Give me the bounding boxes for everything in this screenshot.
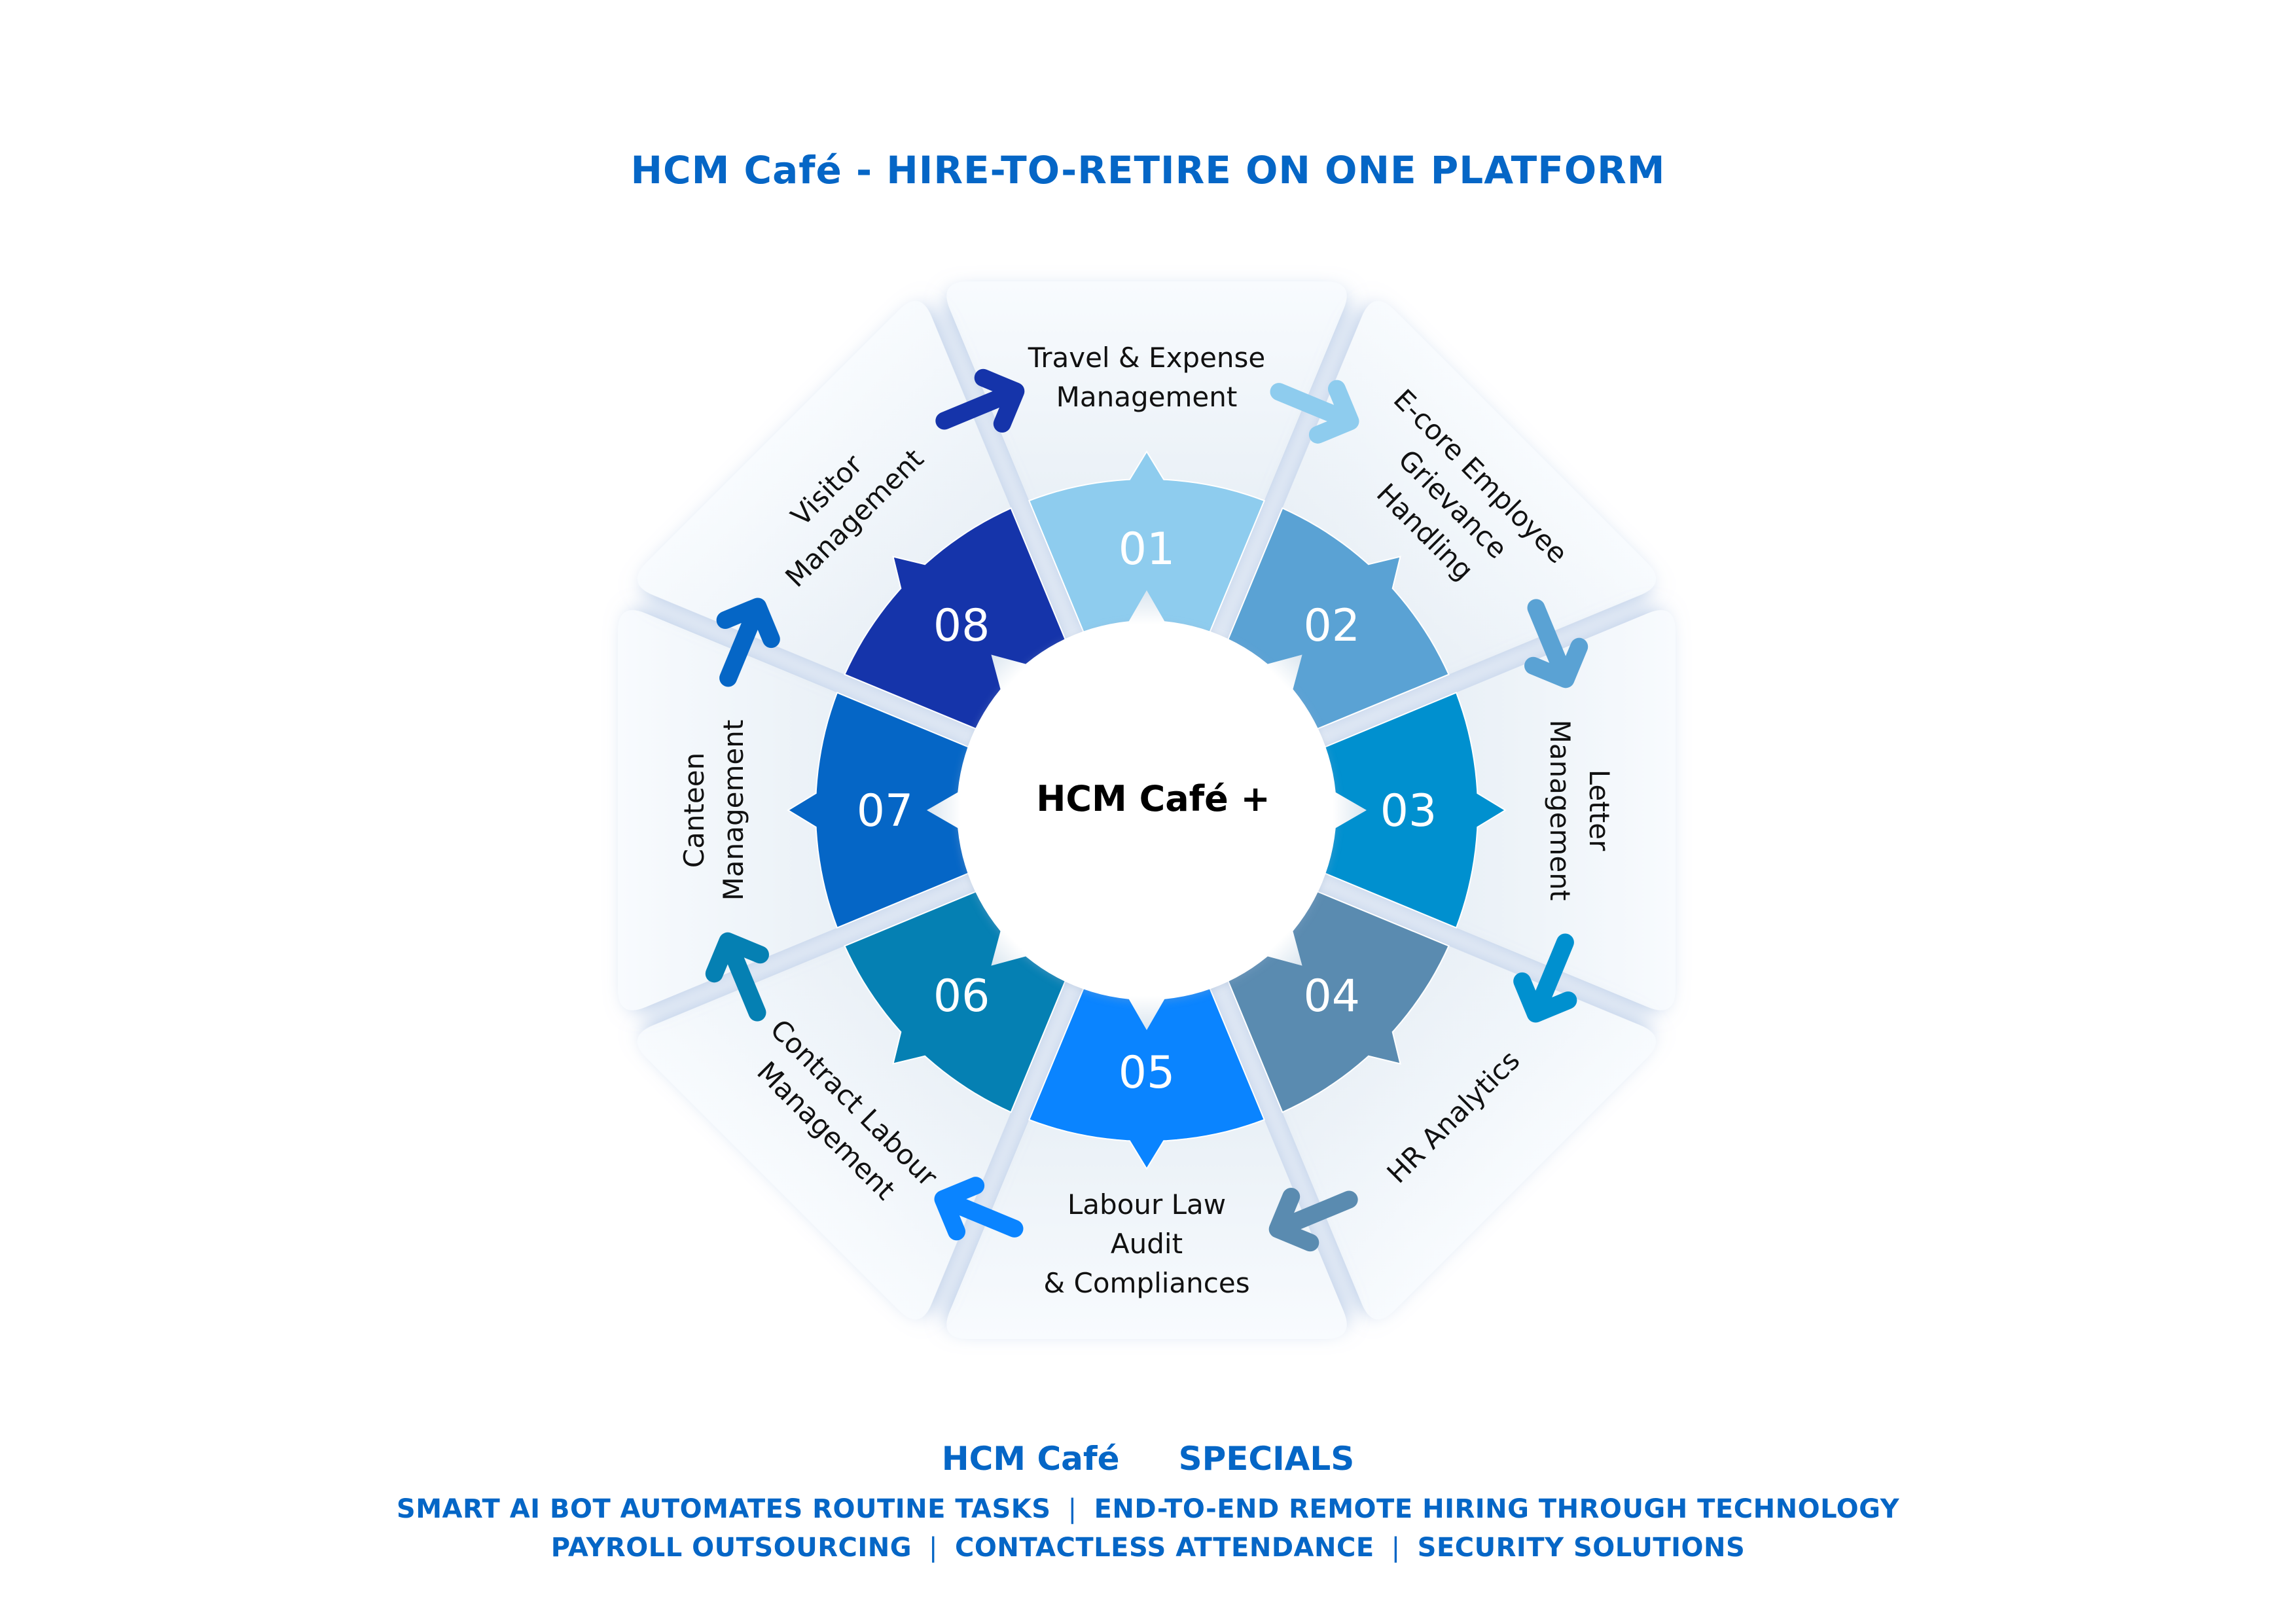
hub-notch: [1127, 996, 1166, 1030]
separator: |: [929, 1533, 939, 1563]
module-label-line: Labour Law: [1067, 1188, 1226, 1221]
module-label-line: Management: [1544, 720, 1576, 901]
flow-arrow-icon: [705, 932, 769, 1022]
specials-title: SPECIALS: [1178, 1440, 1355, 1478]
flow-arrow-icon: [1268, 1188, 1358, 1252]
specials-brand: HCM Café: [941, 1440, 1120, 1478]
module-label: LetterManagement: [1544, 720, 1615, 901]
specials-line-1: SMART AI BOT AUTOMATES ROUTINE TASKS | END…: [0, 1494, 2296, 1524]
module-label-line: Management: [1056, 381, 1238, 413]
special-item: PAYROLL OUTSOURCING: [550, 1533, 912, 1563]
flow-arrow-icon: [716, 597, 780, 687]
hub-notch: [1264, 927, 1302, 966]
center-label: HCM Café +: [1036, 778, 1270, 819]
hub-notch: [991, 927, 1030, 966]
page-title: HCM Café - HIRE-TO-RETIRE ON ONE PLATFOR…: [630, 148, 1666, 192]
hub-notch: [1333, 791, 1367, 830]
module-label-line: Canteen: [678, 753, 710, 868]
segment-number: 03: [1380, 785, 1437, 837]
module-label-line: Management: [717, 720, 749, 901]
flow-arrow-icon: [1513, 933, 1577, 1023]
module-label-line: Letter: [1583, 770, 1615, 851]
flow-arrow-icon: [934, 1177, 1024, 1241]
hub-notch: [1127, 590, 1166, 624]
hub-notch: [927, 791, 961, 830]
flow-arrows: [705, 368, 1588, 1252]
segment-number: 06: [933, 971, 990, 1022]
hub-notches: [927, 590, 1367, 1030]
module-label-line: Audit: [1111, 1228, 1183, 1260]
separator: |: [1391, 1533, 1401, 1563]
center-hub: [957, 620, 1336, 1000]
segment-number: 08: [933, 600, 990, 652]
segment-number: 05: [1119, 1047, 1175, 1099]
special-item: CONTACTLESS ATTENDANCE: [955, 1533, 1374, 1563]
segment-number: 07: [857, 785, 914, 837]
module-label-line: Travel & Expense: [1028, 342, 1266, 374]
special-item: SMART AI BOT AUTOMATES ROUTINE TASKS: [396, 1494, 1051, 1524]
special-item: END-TO-END REMOTE HIRING THROUGH TECHNOL…: [1094, 1494, 1900, 1524]
module-label-line: & Compliances: [1043, 1267, 1249, 1299]
separator: |: [1067, 1494, 1077, 1524]
specials-line-2: PAYROLL OUTSOURCING | CONTACTLESS ATTENDAN…: [0, 1533, 2296, 1563]
special-item: SECURITY SOLUTIONS: [1417, 1533, 1746, 1563]
hub-notch: [991, 654, 1030, 693]
specials-heading: HCM Café SPECIALS: [0, 1440, 2296, 1478]
flow-arrow-icon: [1270, 380, 1359, 444]
flow-arrow-icon: [935, 368, 1025, 433]
segment-number: 01: [1119, 524, 1175, 575]
hub-notch: [1264, 654, 1302, 693]
segment-number: 04: [1304, 971, 1361, 1022]
segment-number: 02: [1304, 600, 1361, 652]
flow-arrow-icon: [1524, 599, 1588, 688]
